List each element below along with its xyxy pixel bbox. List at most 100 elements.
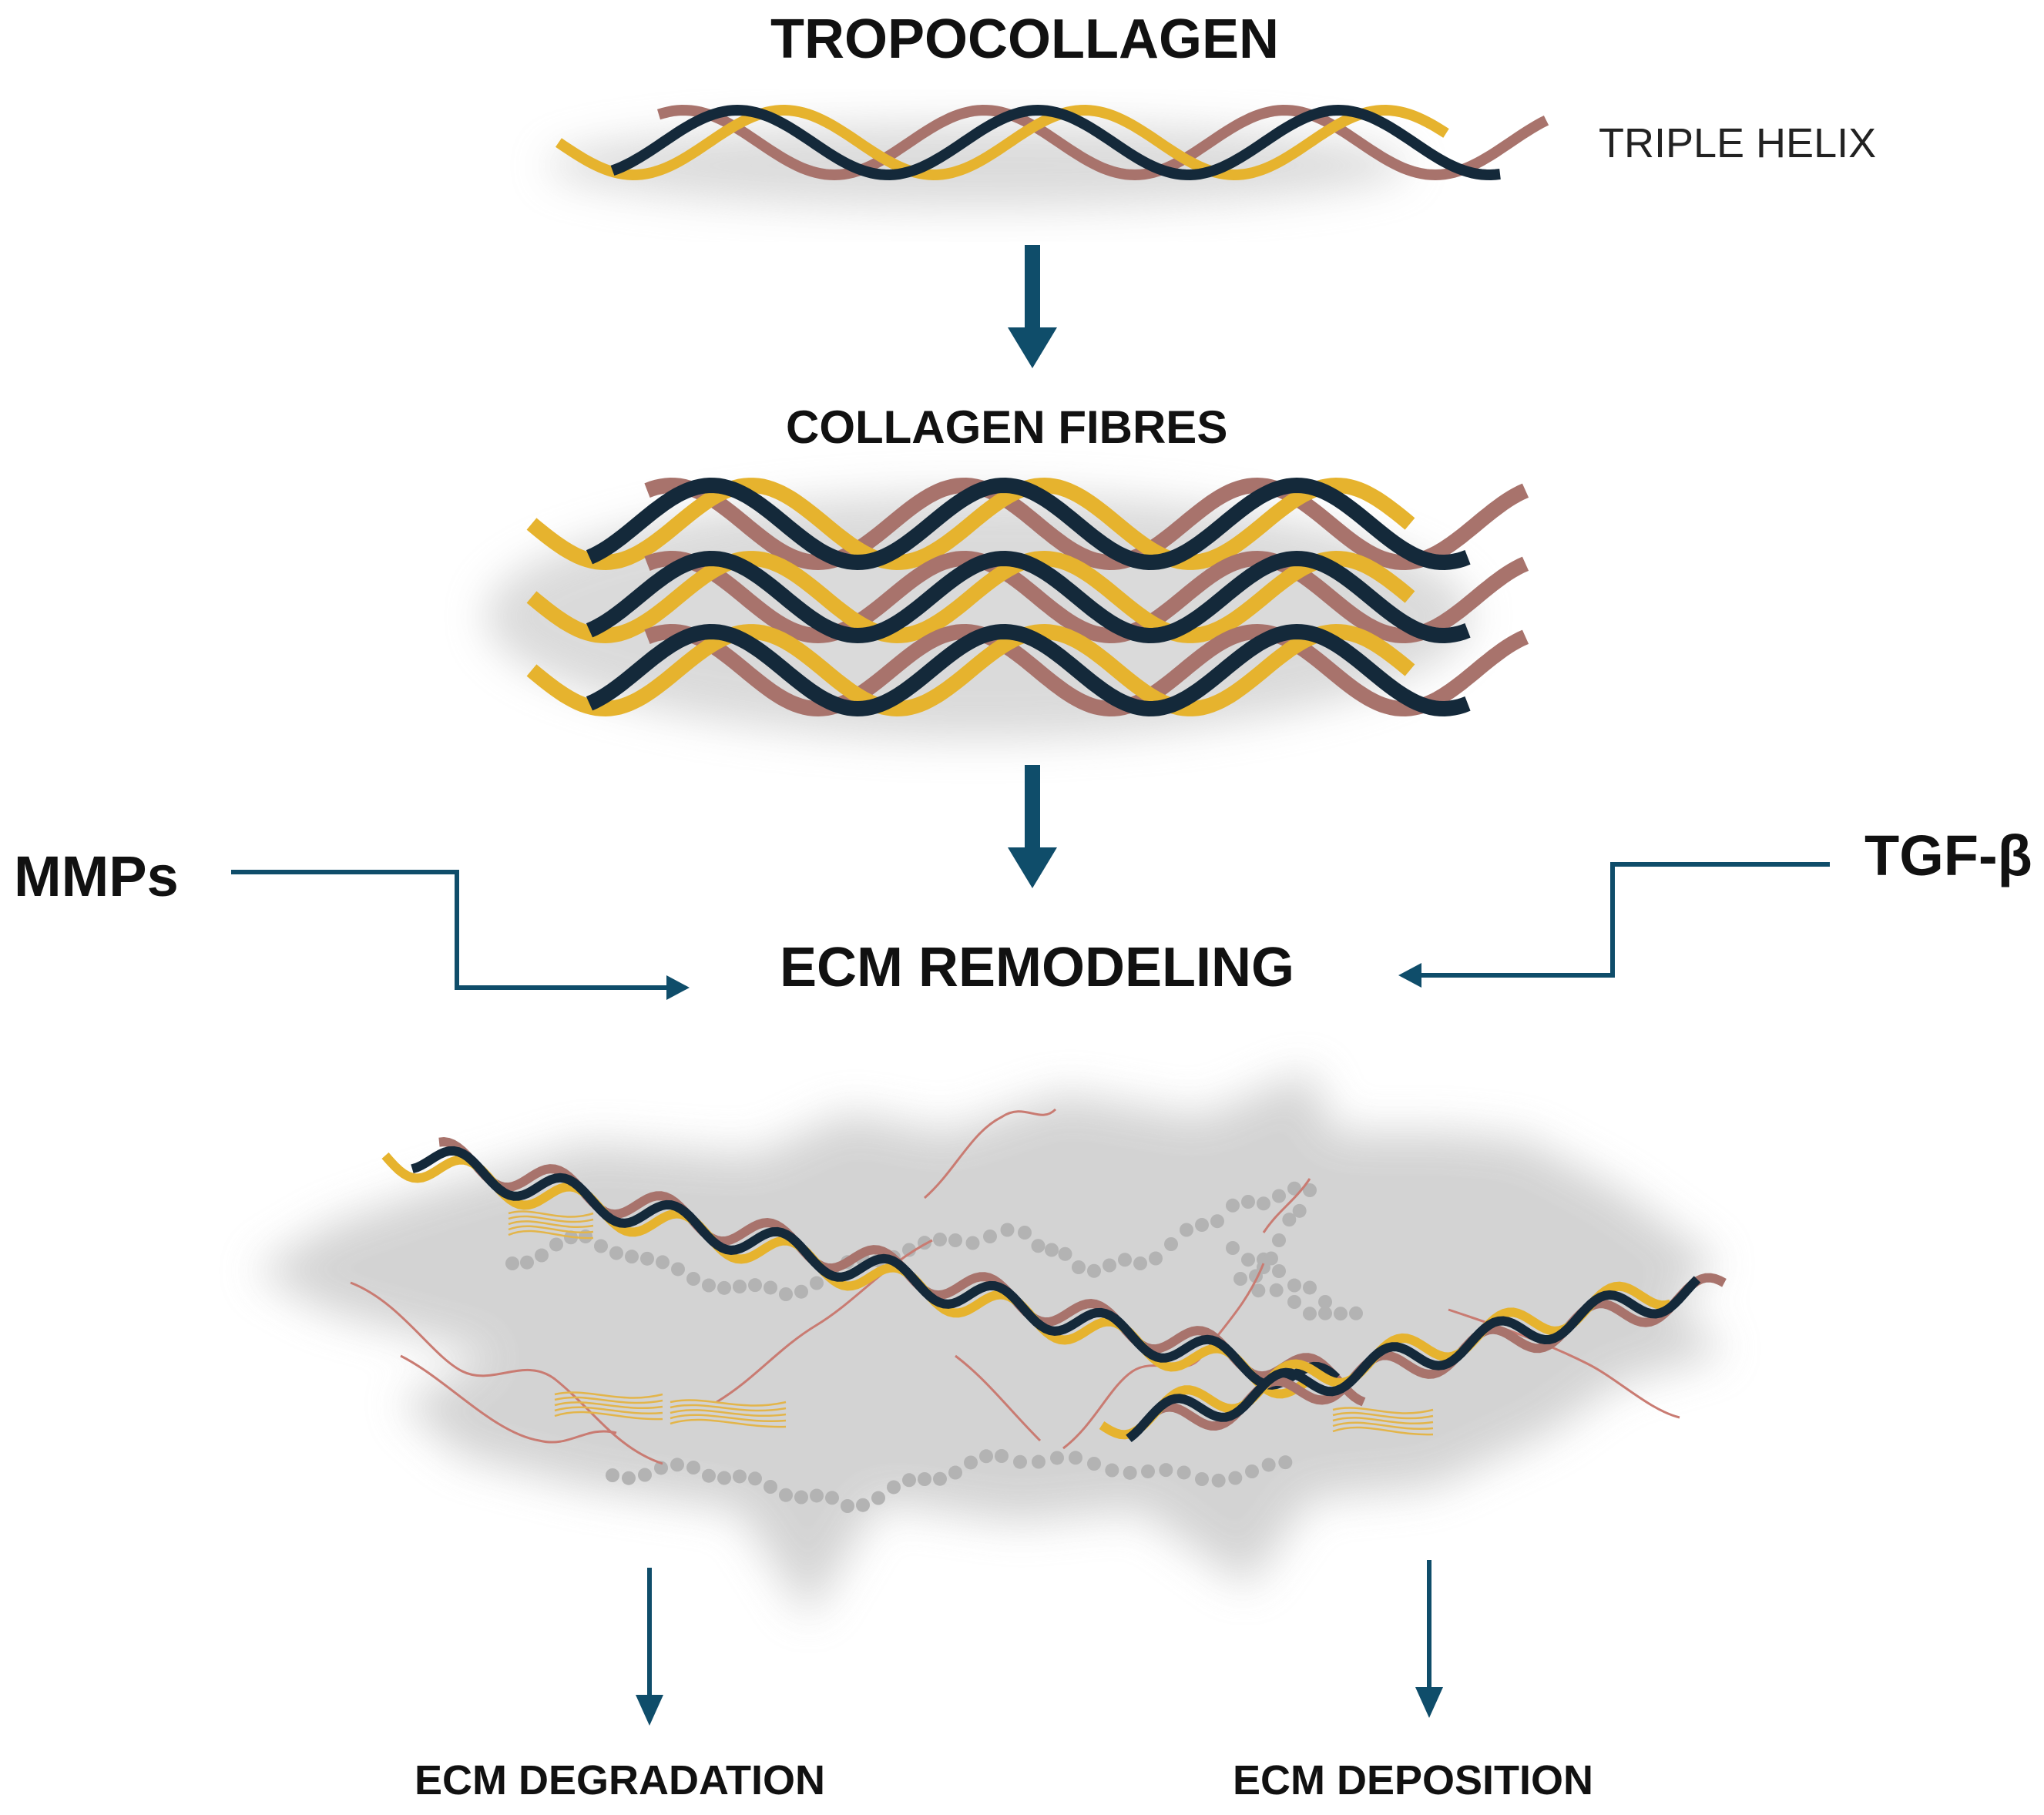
- thin-fiber-bundle-4: [1332, 1407, 1434, 1436]
- bead: [779, 1488, 793, 1502]
- thin-fiber-red: [955, 1354, 1042, 1442]
- bead: [671, 1262, 685, 1277]
- helix-strand: [610, 104, 1501, 181]
- fibre-helix-3: [526, 623, 1529, 717]
- bead: [1164, 1237, 1178, 1251]
- bead: [1072, 1260, 1086, 1274]
- mmps-label: MMPs: [14, 844, 179, 908]
- tgf-beta-connector-arrow: [1398, 862, 1830, 988]
- helix-strand: [586, 623, 1471, 717]
- bead: [1303, 1307, 1317, 1321]
- bead: [1228, 1471, 1243, 1485]
- arrow-to-collagen-fibres: [1008, 245, 1057, 368]
- thin-fiber-red: [400, 1354, 617, 1444]
- triple-helix-label: TRIPLE HELIX: [1599, 120, 1877, 166]
- bead: [1303, 1280, 1317, 1295]
- thin-fiber-bundle-2: [554, 1391, 663, 1421]
- ecm-matrix: [254, 1071, 1727, 1618]
- bead: [606, 1468, 619, 1482]
- bead: [638, 1468, 652, 1482]
- bead: [748, 1278, 762, 1293]
- bead: [1018, 1226, 1032, 1240]
- bead: [1272, 1189, 1286, 1203]
- bead: [1287, 1181, 1301, 1196]
- thin-fiber-red: [1262, 1178, 1311, 1233]
- bead: [1241, 1253, 1255, 1267]
- fibre-helix-1: [526, 477, 1529, 571]
- bead: [1292, 1203, 1307, 1218]
- thin-fiber-red: [924, 1108, 1057, 1199]
- bead: [1241, 1195, 1255, 1209]
- bead: [549, 1237, 563, 1252]
- fibre-helix-2: [526, 550, 1529, 644]
- bead: [1210, 1214, 1224, 1229]
- bead: [535, 1248, 549, 1263]
- bead: [856, 1498, 870, 1512]
- bead: [1318, 1306, 1332, 1320]
- ecm-helix-rising: [1099, 1273, 1727, 1443]
- bead: [625, 1250, 639, 1264]
- bead: [1105, 1463, 1119, 1478]
- bead: [794, 1490, 808, 1505]
- bead: [1069, 1451, 1082, 1465]
- bead: [717, 1280, 731, 1295]
- bead: [1133, 1256, 1147, 1270]
- bead: [948, 1465, 962, 1480]
- ecm-helix-diagonal: [381, 1137, 1366, 1407]
- bead: [1032, 1454, 1045, 1469]
- helix-strand: [644, 477, 1529, 571]
- helix-strand: [644, 623, 1529, 717]
- bead: [1195, 1472, 1209, 1486]
- helix-strand: [555, 104, 1449, 181]
- collagen-fibres-title: COLLAGEN FIBRES: [786, 401, 1228, 453]
- bead: [1349, 1306, 1363, 1320]
- bead: [702, 1468, 716, 1483]
- helix-strand: [526, 550, 1415, 644]
- arrow-to-ecm-remodeling: [1008, 765, 1057, 888]
- ecm-deposition-label: ECM DEPOSITION: [1233, 1757, 1594, 1803]
- bead: [686, 1461, 700, 1474]
- bead: [733, 1469, 747, 1484]
- bead: [609, 1246, 623, 1260]
- ecm-degradation-label: ECM DEGRADATION: [415, 1757, 825, 1803]
- bead: [995, 1449, 1009, 1463]
- bead: [871, 1491, 885, 1505]
- helix-strand: [586, 550, 1471, 644]
- beaded-branch-3: [1249, 1183, 1317, 1283]
- bead: [1318, 1295, 1332, 1309]
- bead: [1269, 1283, 1284, 1297]
- bead: [1045, 1243, 1059, 1257]
- thin-fiber-bundle-1: [508, 1210, 594, 1240]
- bead: [1245, 1464, 1259, 1478]
- bead: [933, 1471, 947, 1486]
- bead: [1103, 1258, 1116, 1273]
- thin-fiber-bundle-3: [670, 1399, 787, 1428]
- bead: [1180, 1223, 1193, 1237]
- bead: [686, 1272, 700, 1286]
- arrow-to-ecm-deposition: [1415, 1560, 1443, 1718]
- bead: [1233, 1272, 1247, 1286]
- bead: [1123, 1465, 1137, 1480]
- bead: [1159, 1463, 1173, 1478]
- bead: [1058, 1246, 1072, 1261]
- bead: [810, 1488, 824, 1503]
- bead: [654, 1461, 668, 1475]
- bead: [948, 1233, 962, 1247]
- bead: [979, 1449, 993, 1464]
- tgf-beta-label: TGF-β: [1864, 824, 2032, 887]
- bead: [1334, 1307, 1348, 1321]
- bead: [1141, 1464, 1155, 1478]
- bead: [622, 1471, 636, 1485]
- bead: [810, 1276, 824, 1290]
- bead: [1287, 1295, 1301, 1309]
- bead: [887, 1480, 901, 1495]
- beaded-chain-lower: [606, 1449, 1293, 1513]
- bead: [1303, 1183, 1317, 1197]
- bead: [1149, 1251, 1163, 1266]
- bead: [1118, 1253, 1132, 1267]
- bead: [933, 1232, 947, 1246]
- bead: [656, 1255, 670, 1270]
- bead: [1251, 1283, 1266, 1298]
- beaded-chain-upper-right: [948, 1181, 1301, 1278]
